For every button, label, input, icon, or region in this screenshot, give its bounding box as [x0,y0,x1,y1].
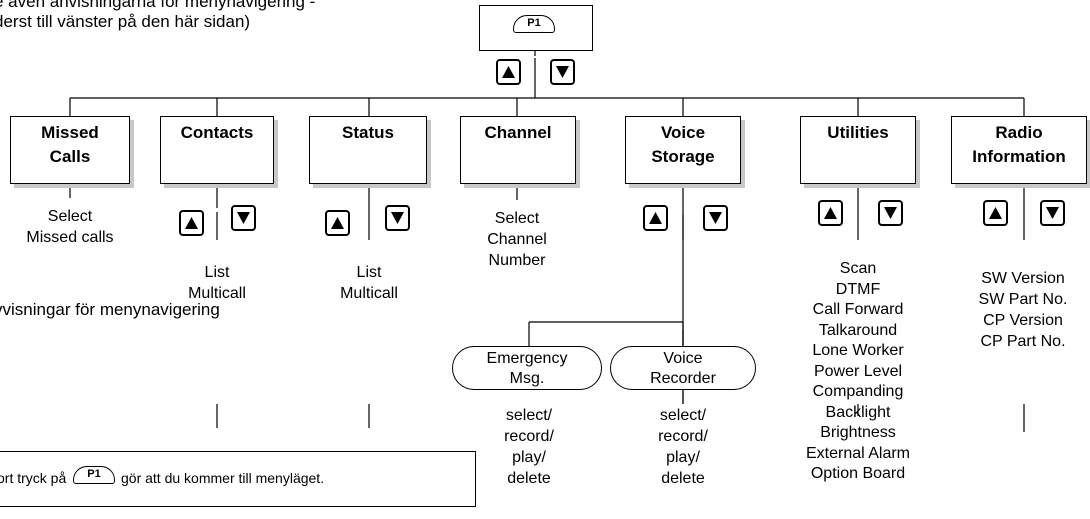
header-note-line2: derst till vänster på den här sidan) [0,12,251,31]
instruction-note-box: ort tryck på P1 gör att du kommer till m… [0,451,476,507]
channel-text: Select Channel Number [487,210,547,269]
menu-radio-information[interactable]: Radio Information [951,116,1087,184]
menu-utilities[interactable]: Utilities [800,116,916,184]
menu-channel[interactable]: Channel [460,116,576,184]
contacts-up-arrow-icon[interactable] [179,210,204,236]
p1-menu-entry-box: P1 [479,5,593,51]
contacts-down-arrow-icon[interactable] [231,205,256,231]
status-up-arrow-icon[interactable] [325,210,350,236]
up-arrow-icon[interactable] [496,59,521,85]
menu-voice-storage[interactable]: Voice Storage [625,116,741,184]
status-options-text: List Multicall [340,264,398,302]
instructions-heading: vvisningar för menynavigering [0,300,220,319]
status-down-arrow-icon[interactable] [385,205,410,231]
menu-status[interactable]: Status [309,116,427,184]
menu-missed-calls[interactable]: Missed Calls [10,116,130,184]
radio-info-down-arrow-icon[interactable] [1040,200,1065,226]
emergency-msg-actions: select/ record/ play/ delete [504,407,554,487]
utilities-up-arrow-icon[interactable] [818,200,843,226]
header-note-line1: e även anvisningarna för menynavigering … [0,0,316,11]
radio-info-items-list: SW Version SW Part No. CP Version CP Par… [978,270,1068,350]
down-arrow-icon[interactable] [550,59,575,85]
header-note: e även anvisningarna för menynavigering … [0,0,315,32]
p1-key-icon-inline: P1 [73,466,115,484]
oval-voice-recorder[interactable]: Voice Recorder [610,346,756,390]
voice-recorder-actions: select/ record/ play/ delete [658,407,708,487]
menu-contacts[interactable]: Contacts [160,116,274,184]
radio-info-up-arrow-icon[interactable] [983,200,1008,226]
p1-key-icon[interactable]: P1 [513,15,555,33]
instruction-note-before: ort tryck på [0,470,67,486]
instruction-note-after: gör att du kommer till menyläget. [121,470,325,486]
utilities-items-list: Scan DTMF Call Forward Talkaround Lone W… [805,260,911,482]
contacts-options-text: List Multicall [188,264,246,302]
oval-emergency-msg[interactable]: Emergency Msg. [452,346,602,390]
voice-storage-up-arrow-icon[interactable] [643,205,668,231]
utilities-down-arrow-icon[interactable] [878,200,903,226]
missed-calls-text: Select Missed calls [26,208,114,246]
voice-storage-down-arrow-icon[interactable] [703,205,728,231]
